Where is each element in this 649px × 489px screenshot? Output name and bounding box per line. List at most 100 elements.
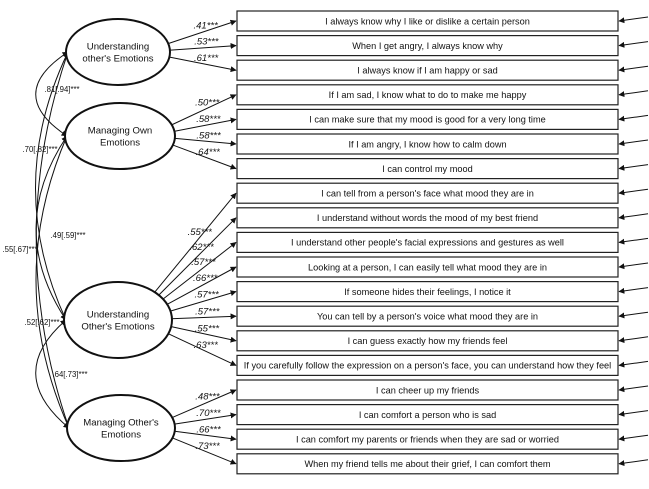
factor-label: Understanding [87,310,149,321]
residual-arrow [618,16,649,24]
item-text: When I get angry, I always know why [352,41,503,51]
loading-arrow [173,430,237,442]
factor-label: Emotions [100,138,140,149]
factor-label: Understanding [87,42,149,53]
item-box: If I am angry, I know how to calm down [236,133,619,155]
item-box: I can cheer up my friends [236,379,619,401]
item-text: I can control my mood [382,164,472,174]
loading-arrow [171,437,237,465]
residual-arrow [618,188,649,196]
item-text: If I am sad, I know what to do to make m… [329,90,527,100]
correlation-label: .55[.67]*** [2,245,37,254]
item-text: I can comfort my parents or friends when… [296,435,559,445]
item-text: I always know why I like or dislike a ce… [325,16,530,26]
item-text: I understand without words the mood of m… [317,213,538,223]
residual-arrow [618,164,649,171]
item-box: I understand without words the mood of m… [236,207,619,229]
loading-label: .50*** [195,98,220,109]
residual-arrow [618,360,649,368]
item-box: I can comfort a person who is sad [236,404,619,426]
item-text: I understand other people's facial expre… [291,238,564,248]
item-box: I can tell from a person's face what moo… [236,182,619,204]
loading-arrow [168,56,237,73]
edges-layer [35,16,649,467]
item-box: When my friend tells me about their grie… [236,453,619,475]
item-box: I can guess exactly how my friends feel [236,330,619,352]
loading-label: .63*** [194,340,219,351]
item-box: I understand other people's facial expre… [236,231,619,253]
loading-label: .41*** [193,20,218,31]
item-text: I can tell from a person's face what moo… [321,189,534,199]
item-box: I can make sure that my mood is good for… [236,108,619,131]
item-box: I always know if I am happy or sad [236,59,619,81]
loading-label: .61*** [194,53,219,64]
loading-arrow [173,137,237,147]
loading-label: .55*** [188,227,213,238]
factor-label: other's Emotions [82,54,153,65]
item-box: When I get angry, I always know why [236,34,619,57]
residual-arrow [618,459,649,467]
loading-arrow [170,94,237,126]
loading-arrow [173,117,237,132]
labels-layer: .41***.53***.61***.50***.58***.58***.64*… [2,20,221,452]
item-box: If you carefully follow the expression o… [236,354,619,376]
loading-arrow [173,412,237,425]
loading-arrow [171,389,237,419]
correlation-label: .81[.94]*** [44,85,79,94]
residual-arrow [618,114,649,122]
item-text: If I am angry, I know how to calm down [348,139,506,149]
loading-label: .55*** [195,323,220,334]
loading-label: .66*** [193,273,218,284]
item-text: If you carefully follow the expression o… [244,361,611,371]
item-box: If someone hides their feelings, I notic… [236,281,619,303]
item-box: If I am sad, I know what to do to make m… [236,84,619,106]
loading-label: .57*** [191,257,216,268]
loading-arrow [162,242,237,301]
item-text: I can make sure that my mood is good for… [309,115,545,125]
loading-label: .58*** [196,130,221,141]
loading-label: .70*** [196,408,221,419]
item-text: I can guess exactly how my friends feel [348,336,508,346]
item-text: When my friend tells me about their grie… [304,459,550,469]
loading-label: .57*** [195,306,220,317]
item-text: I always know if I am happy or sad [357,66,497,76]
loading-arrow [157,217,237,297]
loading-arrow [167,19,237,45]
residual-arrow [618,65,649,73]
correlation-arc [35,51,71,429]
correlation-label: .70[.82]*** [22,145,57,154]
item-text: I can cheer up my friends [376,385,480,395]
residual-arrow [618,90,649,98]
loading-arrow [170,313,237,320]
item-text: Looking at a person, I can easily tell w… [308,262,547,272]
factor-label: Other's Emotions [81,322,154,333]
loading-label: .58*** [196,114,221,125]
residual-arrow [618,434,649,442]
correlation-label: .49[.59]*** [50,231,85,240]
correlation-arc [35,51,69,137]
residual-arrow [618,410,649,417]
loading-arrow [153,192,237,294]
loading-label: .73*** [195,441,220,452]
loading-arrow [166,266,237,306]
residual-arrow [618,287,649,294]
item-box: I always know why I like or dislike a ce… [236,10,619,32]
loading-label: .48*** [195,392,220,403]
residual-arrow [618,237,649,245]
correlation-arc [35,135,68,321]
residual-arrow [618,213,649,221]
loading-arrow [171,144,237,170]
item-box: I can comfort my parents or friends when… [236,428,619,450]
factor-label: Managing Other's [83,418,159,429]
loading-label: .66*** [196,425,221,436]
loading-arrow [170,325,237,343]
correlation-arc [35,135,70,429]
item-box: Looking at a person, I can easily tell w… [236,256,619,278]
correlation-arc [35,51,69,321]
